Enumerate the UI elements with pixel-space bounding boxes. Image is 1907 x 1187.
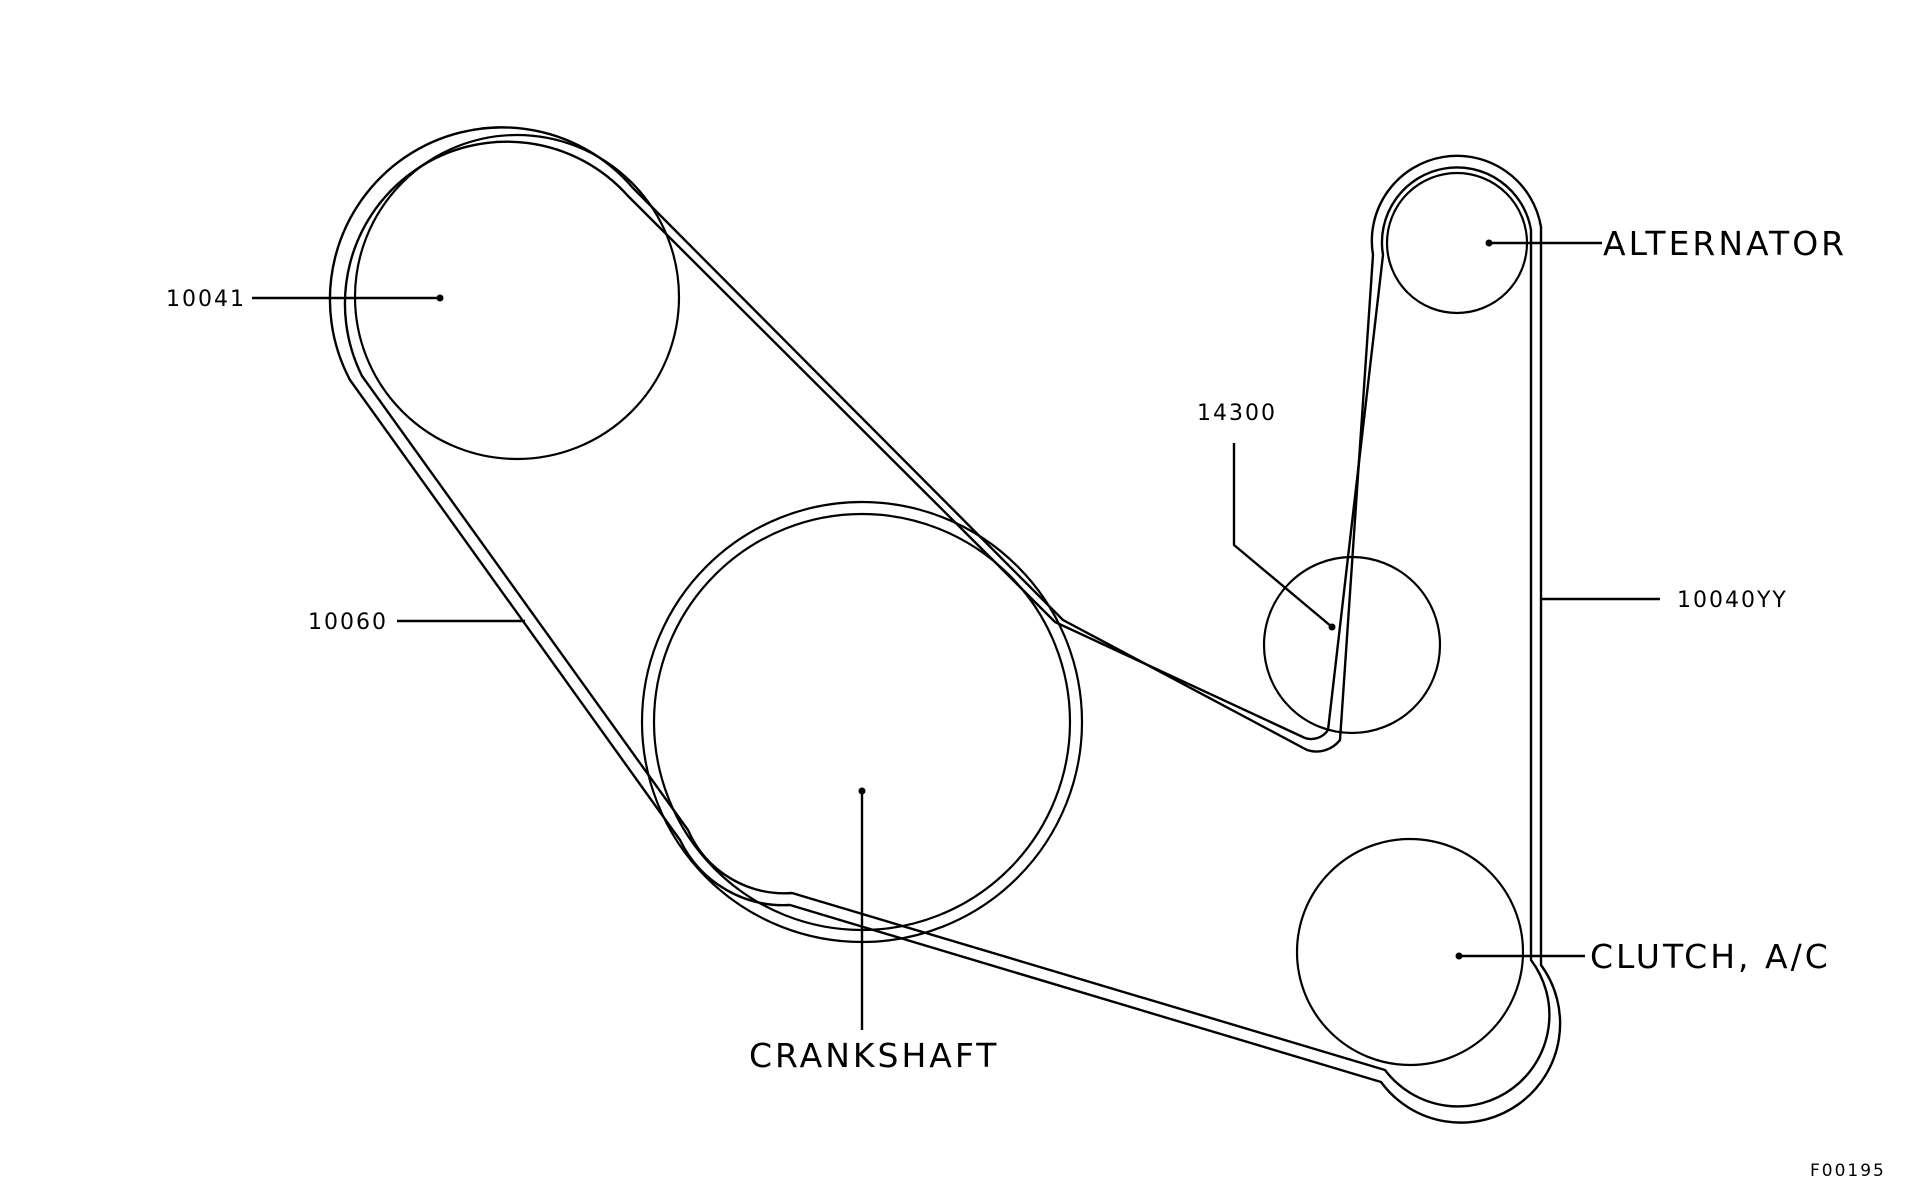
leader-10041 xyxy=(252,294,444,302)
label-14300: 14300 xyxy=(1197,401,1277,426)
label-clutch-ac: CLUTCH, A/C xyxy=(1590,937,1831,976)
leader-crankshaft xyxy=(858,787,866,1030)
label-alternator: ALTERNATOR xyxy=(1603,224,1847,263)
belt-10060-inner xyxy=(343,140,1551,1108)
pulley-clutch-ac xyxy=(1295,837,1525,1067)
belt-10060-outer xyxy=(328,126,1562,1124)
leader-alternator xyxy=(1485,239,1602,247)
label-10041: 10041 xyxy=(166,287,246,312)
figure-code: F00195 xyxy=(1810,1161,1886,1181)
leader-14300 xyxy=(1232,443,1336,631)
label-10040yy: 10040YY xyxy=(1677,588,1788,613)
pulley-14300 xyxy=(1262,555,1442,735)
label-crankshaft: CRANKSHAFT xyxy=(749,1036,999,1075)
leader-clutch-ac xyxy=(1455,952,1585,960)
label-10060: 10060 xyxy=(308,610,388,635)
